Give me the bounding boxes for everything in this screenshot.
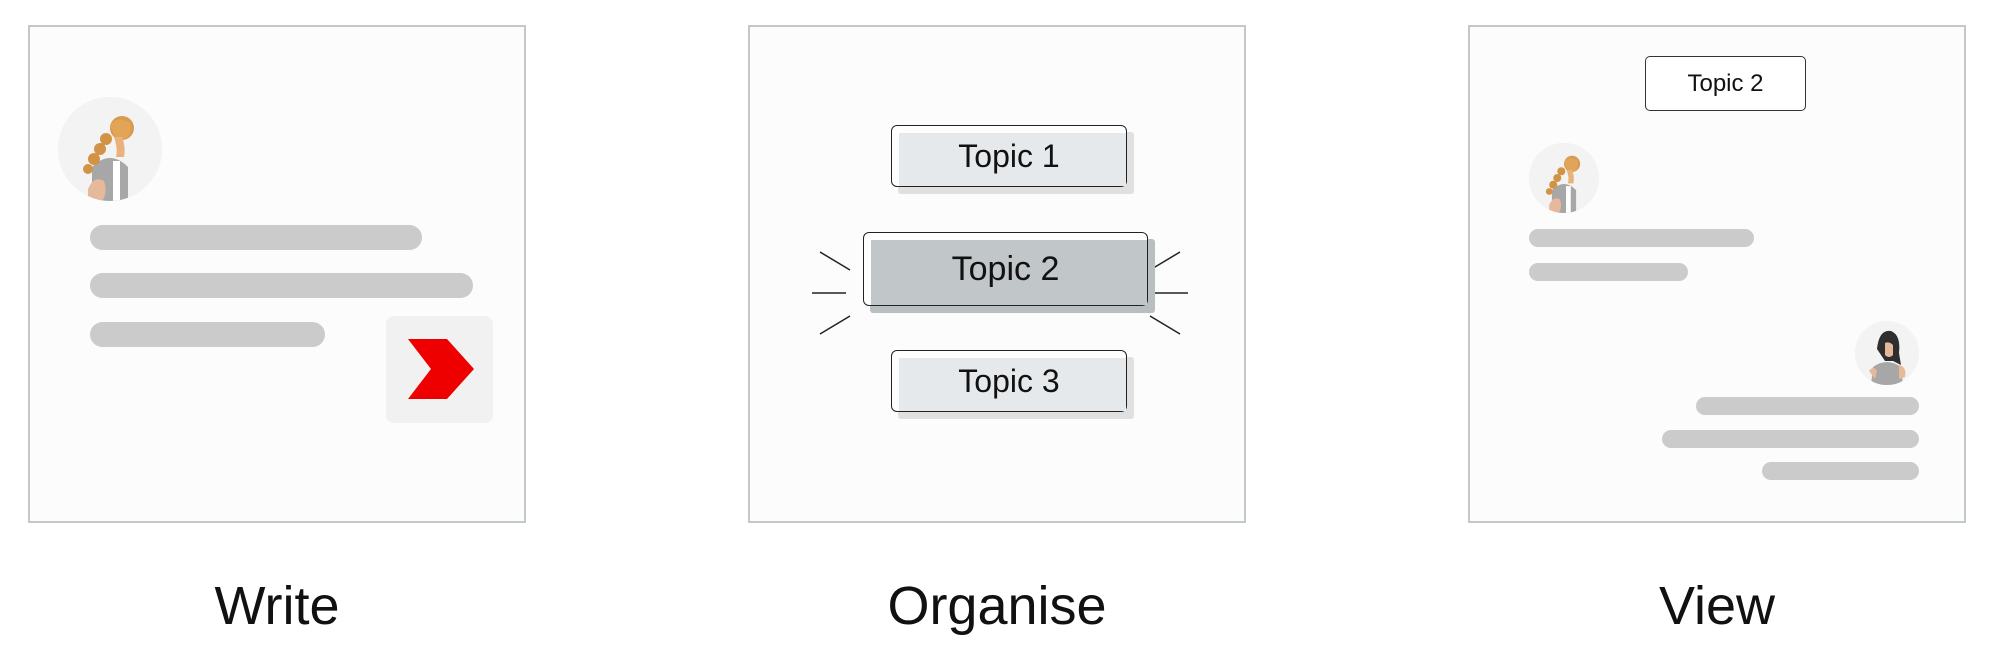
step-caption-view: View	[1658, 576, 1776, 636]
message-line	[90, 225, 422, 250]
message-line	[90, 273, 473, 298]
send-button[interactable]	[386, 316, 493, 423]
woman-dark-hair-icon	[1855, 321, 1919, 385]
topic-header[interactable]: Topic 2	[1645, 56, 1806, 111]
step-caption-organise: Organise	[887, 576, 1107, 636]
write-panel	[28, 25, 526, 523]
reply-line	[1762, 462, 1919, 480]
reply-avatar	[1855, 321, 1919, 385]
message-line	[90, 322, 325, 347]
organise-panel: Topic 1 Topic 2 Topic 3	[748, 25, 1246, 523]
topic-item-selected[interactable]: Topic 2	[863, 232, 1155, 313]
message-line	[1529, 229, 1754, 247]
topic-label: Topic 3	[958, 362, 1060, 399]
topic-item[interactable]: Topic 3	[891, 350, 1134, 419]
message-line	[1529, 263, 1688, 281]
topic-label: Topic 1	[958, 137, 1060, 174]
chevron-right-icon	[408, 339, 474, 399]
user-avatar	[58, 97, 162, 201]
topic-label: Topic 2	[951, 249, 1060, 288]
reply-line	[1662, 430, 1919, 448]
woman-braid-icon	[1529, 143, 1599, 213]
woman-braid-icon	[58, 97, 162, 201]
user-avatar	[1529, 143, 1599, 213]
reply-line	[1696, 397, 1919, 415]
highlight-rays-icon	[812, 251, 1188, 335]
view-panel: Topic 2	[1468, 25, 1966, 523]
topic-item[interactable]: Topic 1	[891, 125, 1134, 194]
step-caption-write: Write	[214, 576, 340, 636]
